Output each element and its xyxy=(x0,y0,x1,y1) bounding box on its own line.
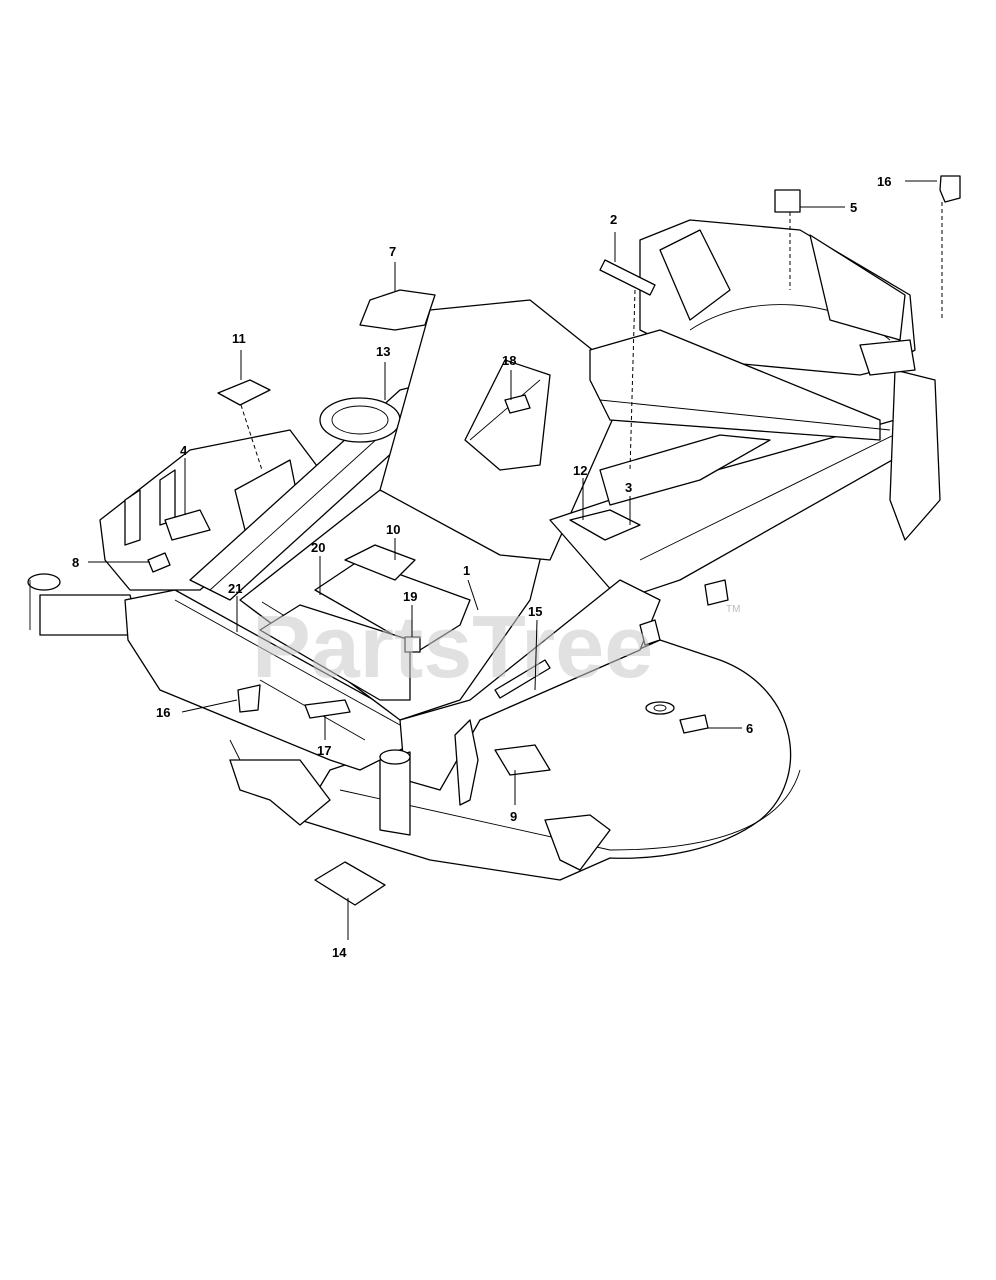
callout-9: 9 xyxy=(510,809,517,824)
callout-4: 4 xyxy=(180,443,188,458)
callout-12: 12 xyxy=(573,463,587,478)
callout-7: 7 xyxy=(389,244,396,259)
callout-14: 14 xyxy=(332,945,347,960)
callout-21: 21 xyxy=(228,581,242,596)
callout-labels: 1 2 3 4 5 6 7 8 9 10 11 12 13 14 15 16 1… xyxy=(72,174,891,960)
callout-20: 20 xyxy=(311,540,325,555)
leader-lines xyxy=(88,180,943,940)
callout-3: 3 xyxy=(625,480,632,495)
callout-2: 2 xyxy=(610,212,617,227)
callout-11: 11 xyxy=(232,331,246,346)
watermark-tm: TM xyxy=(726,604,740,615)
watermark: PartsTree TM xyxy=(252,597,740,696)
callout-16-left: 16 xyxy=(156,705,170,720)
callout-16-top: 16 xyxy=(877,174,891,189)
callout-18: 18 xyxy=(502,353,516,368)
decal-parts xyxy=(147,175,961,906)
mower-frame-drawing xyxy=(27,219,941,881)
callout-19: 19 xyxy=(403,589,417,604)
callout-8: 8 xyxy=(72,555,79,570)
callout-13: 13 xyxy=(376,344,390,359)
callout-6: 6 xyxy=(746,721,753,736)
callout-1: 1 xyxy=(463,563,470,578)
watermark-text: PartsTree xyxy=(252,597,653,696)
callout-15: 15 xyxy=(528,604,542,619)
callout-10: 10 xyxy=(386,522,400,537)
callout-5: 5 xyxy=(850,200,857,215)
callout-17: 17 xyxy=(317,743,331,758)
